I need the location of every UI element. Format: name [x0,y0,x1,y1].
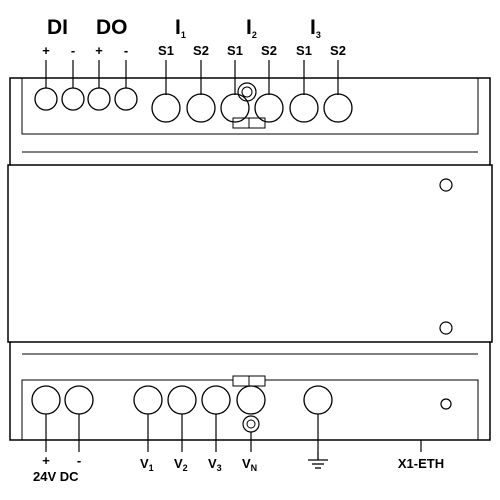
bottom-terminal-label-plus: + [42,453,50,468]
top-release-tab [232,117,266,129]
terminal-screw-icon [34,87,58,111]
label-do: DO [96,16,128,39]
terminal-screw-icon [133,385,163,415]
terminal-screw-icon [186,93,216,123]
terminal-screw-icon [151,93,181,123]
top-terminal-label-i3-s1: S1 [296,43,312,58]
top-terminal-label-do-plus: + [95,43,103,58]
terminal-screw-icon [167,385,197,415]
top-terminal-label-do-minus: - [124,43,128,58]
ground-icon [308,452,328,469]
label-i1: I1 [175,16,186,40]
top-test-screw-icon [237,82,257,102]
top-terminal-label-i2-s2: S2 [261,43,277,58]
terminal-screw-icon [201,385,231,415]
terminal-screw-icon [254,93,284,123]
top-terminal-label-di-plus: + [42,43,50,58]
terminal-screw-icon [87,87,111,111]
supply-label: 24V DC [33,469,79,484]
terminal-screw-icon [61,87,85,111]
top-terminal-label-i1-s2: S2 [193,43,209,58]
label-v3: V3 [208,456,222,473]
terminal-screw-icon [236,385,266,415]
label-i2: I2 [246,16,257,40]
terminal-screw-icon [220,93,250,123]
top-terminal-label-di-minus: - [71,43,75,58]
terminal-screw-icon [289,93,319,123]
ethernet-port-label: X1-ETH [398,456,444,471]
label-vn: VN [242,456,257,473]
label-di: DI [47,16,68,39]
terminal-screw-icon [323,93,353,123]
top-terminal-label-i1-s1: S1 [158,43,174,58]
label-i3: I3 [310,16,321,40]
top-terminals [34,87,353,123]
bottom-test-screw-icon [242,415,260,433]
bottom-terminals [31,385,333,415]
terminal-screw-icon [114,87,138,111]
bottom-terminal-label-minus: - [77,453,81,468]
label-v1: V1 [140,456,154,473]
bottom-lead-lines [45,414,422,452]
led-indicator-icon [439,321,453,335]
label-v2: V2 [174,456,188,473]
bottom-release-tab [232,375,266,387]
top-terminal-label-i2-s1: S1 [227,43,243,58]
led-indicator-icon [439,178,453,192]
device-housing [7,77,493,441]
terminal-screw-icon [31,385,61,415]
terminal-screw-icon [64,385,94,415]
top-terminal-label-i3-s2: S2 [330,43,346,58]
led-indicator-icon [440,398,452,410]
terminal-screw-icon [303,385,333,415]
